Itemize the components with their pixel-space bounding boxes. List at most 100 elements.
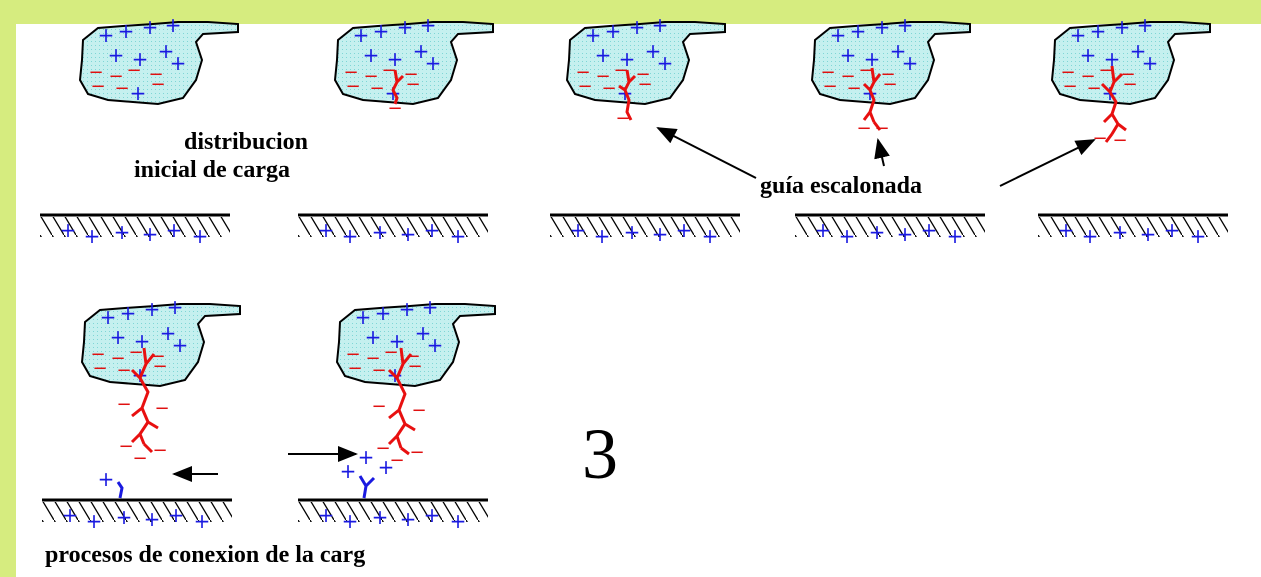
negative-charge: − bbox=[635, 64, 650, 85]
positive-charge: + bbox=[114, 220, 131, 244]
positive-charge: + bbox=[120, 301, 137, 325]
positive-charge: + bbox=[110, 325, 127, 349]
positive-charge: + bbox=[676, 218, 693, 242]
negative-charge: − bbox=[152, 356, 167, 377]
positive-charge: + bbox=[118, 19, 135, 43]
positive-charge: + bbox=[1058, 218, 1075, 242]
label-distribucion: distribucion bbox=[184, 129, 309, 155]
thundercloud: +++++++++−−−−−−−−− bbox=[810, 13, 971, 139]
negative-charge: − bbox=[856, 118, 871, 139]
negative-charge: − bbox=[407, 356, 422, 377]
negative-charge: − bbox=[1098, 60, 1113, 81]
positive-charge: + bbox=[98, 23, 115, 47]
negative-charge: − bbox=[575, 62, 590, 83]
positive-charge: + bbox=[165, 13, 182, 37]
positive-charge: + bbox=[415, 321, 432, 345]
pointer-arrow bbox=[999, 139, 1096, 187]
positive-charge: + bbox=[342, 509, 359, 533]
stepped-leader bbox=[862, 67, 882, 131]
positive-charge: + bbox=[1070, 23, 1087, 47]
stepped-leader bbox=[391, 69, 405, 105]
positive-charge: + bbox=[363, 43, 380, 67]
negative-charge: − bbox=[150, 346, 165, 367]
thundercloud: +++++++++−−−−−−−− bbox=[565, 13, 726, 129]
ground-hatching bbox=[40, 217, 230, 237]
thundercloud: +++++++++−−−−−−− bbox=[78, 13, 239, 106]
positive-charge: + bbox=[166, 218, 183, 242]
negative-charge: − bbox=[615, 108, 630, 129]
ground-hatching bbox=[1038, 217, 1228, 237]
negative-charge: − bbox=[1092, 128, 1107, 149]
negative-charge: − bbox=[874, 118, 889, 139]
positive-charge: + bbox=[874, 15, 891, 39]
negative-charge: − bbox=[403, 64, 418, 85]
cloud-shape bbox=[565, 21, 726, 106]
negative-charge: − bbox=[1062, 76, 1077, 97]
positive-charge: + bbox=[605, 19, 622, 43]
stepped-leader bbox=[387, 347, 416, 456]
negative-charge: − bbox=[1120, 64, 1135, 85]
positive-charge: + bbox=[142, 222, 159, 246]
ground: ++++++ bbox=[40, 213, 230, 248]
positive-charge: + bbox=[365, 325, 382, 349]
positive-charge: + bbox=[1090, 19, 1107, 43]
positive-charge: + bbox=[1164, 218, 1181, 242]
cloud-shape bbox=[78, 21, 239, 106]
negative-charge: − bbox=[110, 348, 125, 369]
thundercloud: +++++++++−−−−−−−−−−−− bbox=[80, 295, 241, 469]
negative-charge: − bbox=[363, 66, 378, 87]
positive-charge: + bbox=[399, 297, 416, 321]
cloud-shape bbox=[80, 303, 241, 388]
positive-charge: + bbox=[702, 224, 719, 248]
cloud-shape bbox=[810, 21, 971, 106]
positive-charge: + bbox=[424, 218, 441, 242]
negative-charge: − bbox=[1086, 78, 1101, 99]
negative-charge: − bbox=[128, 342, 143, 363]
svg-text:+: + bbox=[340, 459, 357, 483]
positive-charge: + bbox=[840, 43, 857, 67]
negative-charge: − bbox=[822, 76, 837, 97]
positive-charge: + bbox=[355, 305, 372, 329]
positive-charge: + bbox=[424, 503, 441, 527]
positive-charge: + bbox=[194, 509, 211, 533]
svg-text:+: + bbox=[98, 467, 115, 491]
panel-stepped-leader-1: +++++++++−−−−−−−−++++++ bbox=[298, 13, 494, 248]
positive-charge: + bbox=[645, 39, 662, 63]
ground: ++++++ bbox=[795, 213, 985, 248]
ground: ++++++ bbox=[550, 213, 740, 248]
negative-charge: − bbox=[116, 360, 131, 381]
positive-charge: + bbox=[62, 503, 79, 527]
positive-charge: + bbox=[400, 222, 417, 246]
positive-charge: + bbox=[108, 43, 125, 67]
negative-charge: − bbox=[1060, 62, 1075, 83]
positive-charge: + bbox=[372, 505, 389, 529]
negative-charge: − bbox=[1112, 130, 1127, 151]
negative-charge: − bbox=[365, 348, 380, 369]
negative-charge: − bbox=[858, 60, 873, 81]
stepped-leader bbox=[618, 69, 637, 121]
positive-charge: + bbox=[947, 224, 964, 248]
positive-charge: + bbox=[1142, 51, 1159, 75]
positive-charge: + bbox=[1080, 43, 1097, 67]
negative-charge: − bbox=[601, 78, 616, 99]
negative-charge: − bbox=[345, 344, 360, 365]
positive-charge: + bbox=[144, 297, 161, 321]
positive-charge: + bbox=[318, 218, 335, 242]
positive-charge: + bbox=[425, 51, 442, 75]
positive-charge: + bbox=[158, 39, 175, 63]
svg-text:+: + bbox=[378, 455, 395, 479]
ground: ++++++ bbox=[298, 213, 488, 248]
positive-charge: + bbox=[373, 19, 390, 43]
negative-charge: − bbox=[840, 66, 855, 87]
negative-charge: − bbox=[118, 436, 133, 457]
positive-charge: + bbox=[400, 507, 417, 531]
positive-charge: + bbox=[839, 224, 856, 248]
positive-charge: + bbox=[144, 507, 161, 531]
negative-charge: − bbox=[154, 398, 169, 419]
positive-charge: + bbox=[375, 301, 392, 325]
positive-charge: + bbox=[134, 329, 151, 353]
positive-charge: + bbox=[570, 218, 587, 242]
positive-charge: + bbox=[652, 13, 669, 37]
positive-charge: + bbox=[864, 47, 881, 71]
